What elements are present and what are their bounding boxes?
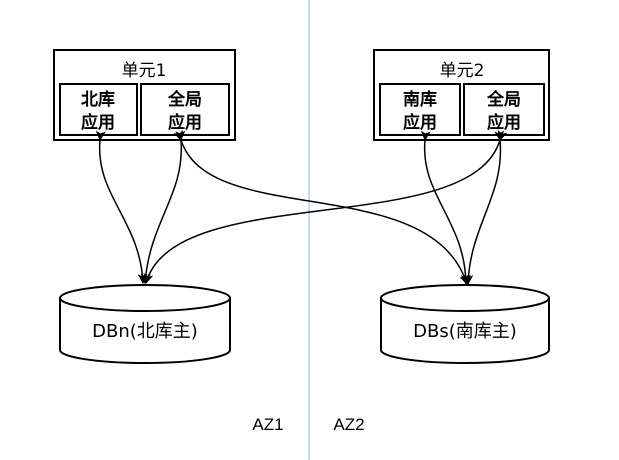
connector-unit2-global-to-dbn — [143, 129, 508, 284]
unit-2-app-global: 全局 应用 — [463, 83, 545, 136]
unit-2-app-south-line1: 南库 — [403, 89, 437, 110]
connector-unit1-north-to-dbn — [95, 130, 148, 284]
unit-2-app-south: 南库 应用 — [379, 83, 461, 136]
db-south-cylinder: DBs(南库主) — [380, 284, 550, 364]
connectors — [95, 129, 508, 285]
unit-1-app-global-line1: 全局 — [167, 89, 202, 110]
db-north-cylinder: DBn(北库主) — [59, 284, 231, 364]
unit-1-app-global-line2: 应用 — [168, 112, 202, 133]
db-north-label: DBn(北库主) — [92, 321, 198, 342]
unit-2-app-south-line2: 应用 — [403, 112, 437, 133]
unit-2-box: 单元2 南库 应用 全局 应用 — [373, 49, 550, 141]
connector-unit2-global-to-dbs — [463, 130, 505, 285]
unit-1-app-north-line2: 应用 — [81, 112, 115, 133]
db-south-label: DBs(南库主) — [413, 321, 517, 342]
unit-2-app-global-line2: 应用 — [487, 112, 521, 133]
connector-unit2-south-to-dbs — [420, 130, 471, 285]
az1-label: AZ1 — [252, 415, 283, 434]
connector-unit1-global-to-dbs — [173, 129, 469, 285]
unit-2-app-global-line1: 全局 — [486, 89, 521, 110]
connector-unit1-global-to-dbn — [140, 130, 186, 284]
unit-2-title: 单元2 — [440, 61, 485, 81]
unit-1-app-north-line1: 北库 — [81, 89, 115, 110]
az2-label: AZ2 — [333, 415, 364, 434]
unit-1-box: 单元1 北库 应用 全局 应用 — [53, 49, 236, 141]
unit-1-title: 单元1 — [122, 61, 167, 81]
unit-1-app-north: 北库 应用 — [59, 83, 138, 136]
unit-1-app-global: 全局 应用 — [140, 83, 230, 136]
